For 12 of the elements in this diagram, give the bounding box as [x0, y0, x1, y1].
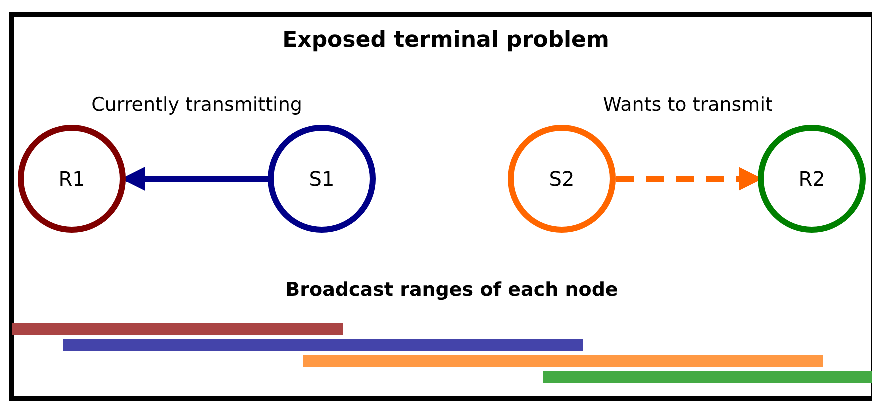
diagram-title: Exposed terminal problem [282, 28, 610, 53]
node-label: S2 [549, 167, 575, 191]
caption-text: Currently transmitting [92, 94, 302, 116]
section-heading: Broadcast ranges of each node [286, 279, 618, 301]
node-circle [18, 125, 126, 233]
node-label: R2 [798, 167, 826, 191]
node-circle [508, 125, 616, 233]
node-label: R1 [58, 167, 86, 191]
caption-text: Wants to transmit [603, 94, 773, 116]
node-circle [268, 125, 376, 233]
node-circle [758, 125, 866, 233]
node-label: S1 [309, 167, 335, 191]
